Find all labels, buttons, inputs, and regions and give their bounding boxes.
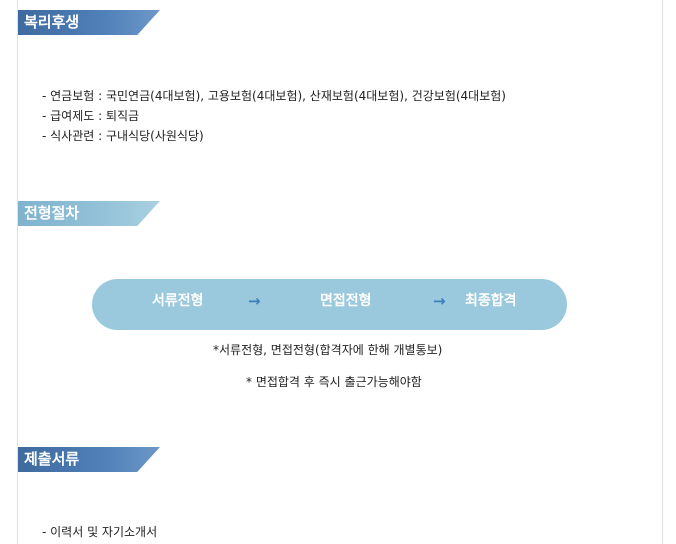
process-step-documents: 서류전형 [152,293,204,309]
process-step-interview: 면접전형 [320,293,372,309]
documents-item-resume: - 이력서 및 자기소개서 [42,525,158,539]
welfare-item-meal: - 식사관련 : 구내식당(사원식당) [42,129,204,143]
process-note-start: * 면접합격 후 즉시 출근가능해야함 [246,375,422,389]
welfare-section-title: 복리후생 [18,10,160,35]
arrow-right-icon: → [433,292,446,310]
documents-list: - 이력서 및 자기소개서 [42,522,157,542]
welfare-list: - 연금보험 : 국민연금(4대보험), 고용보험(4대보험), 산재보험(4대… [42,86,506,146]
documents-section-title: 제출서류 [18,447,160,472]
arrow-right-icon: → [248,292,261,310]
frame-left-border [17,0,18,544]
process-step-final: 최종합격 [465,293,517,309]
welfare-item-pension: - 연금보험 : 국민연금(4대보험), 고용보험(4대보험), 산재보험(4대… [42,89,506,103]
frame-right-border [662,0,663,544]
process-note-notification: *서류전형, 면접전형(합격자에 한해 개별통보) [213,343,443,357]
process-flow-bar: 서류전형 → 면접전형 → 최종합격 [92,279,567,330]
process-section-title: 전형절차 [18,201,160,226]
welfare-item-salary: - 급여제도 : 퇴직금 [42,109,140,123]
